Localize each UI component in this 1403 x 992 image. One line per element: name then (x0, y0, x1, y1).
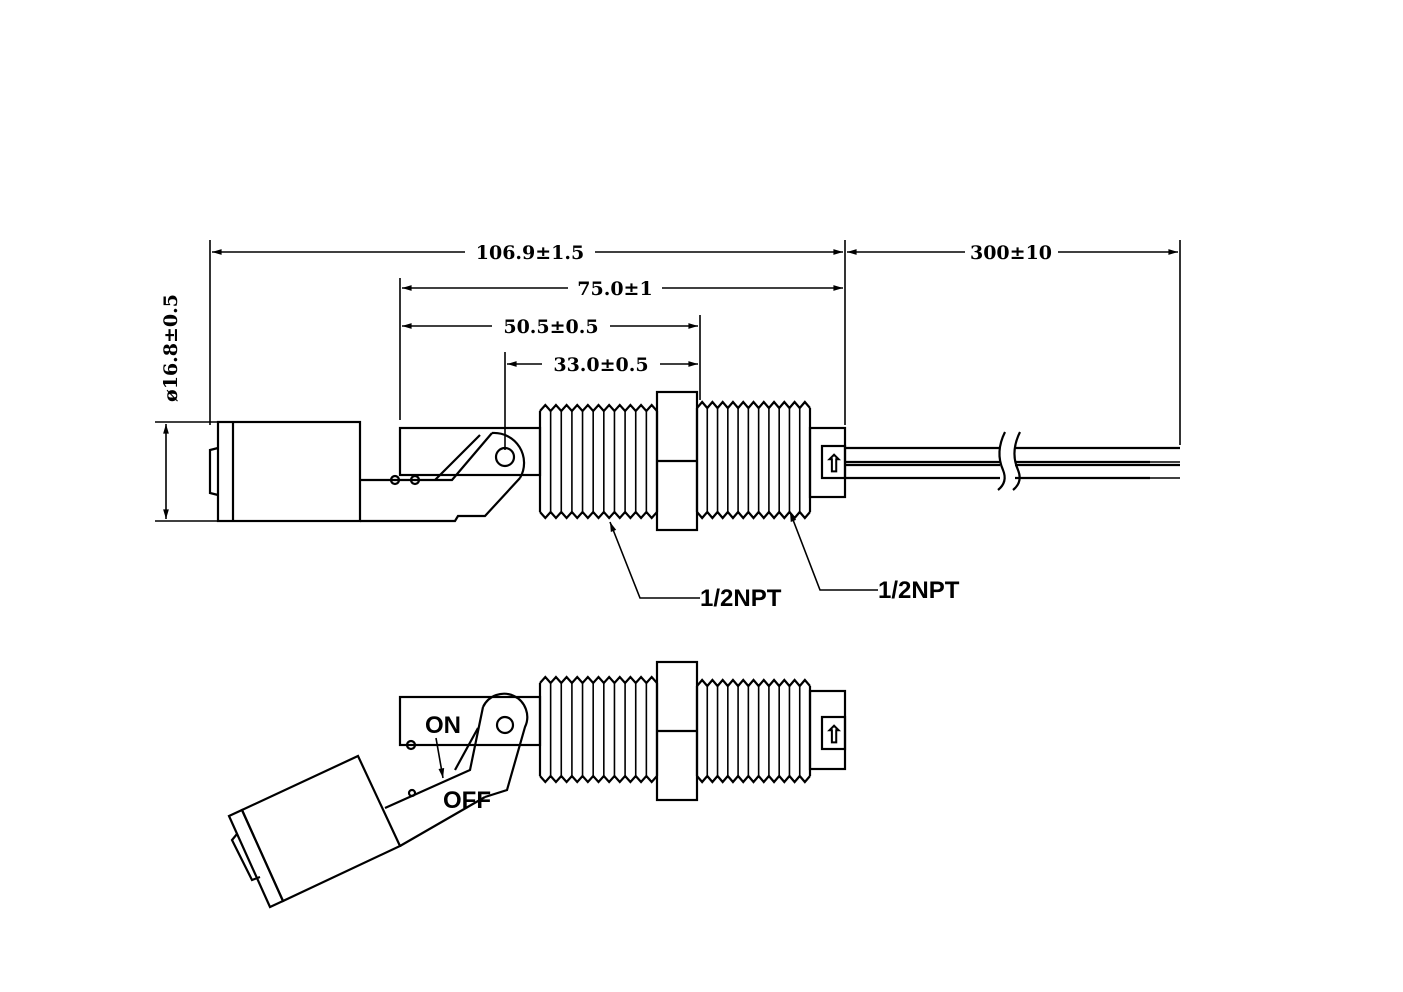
pivot-hole (495, 715, 515, 735)
dim-body-length: 75.0±1 (577, 278, 652, 300)
dim-overall-length: 106.9±1.5 (476, 242, 584, 264)
thread-profile (696, 774, 811, 784)
threaded-stem (538, 675, 812, 784)
state-label-on: ON (425, 712, 461, 739)
float (208, 420, 362, 523)
state-label-off: OFF (443, 787, 491, 814)
arrow-up-icon: ⇧ (824, 451, 844, 478)
hex-nut (655, 390, 699, 532)
dim-float-diameter: ø16.8±0.5 (160, 294, 182, 402)
thread-profile (696, 510, 811, 520)
dim-pivot-to-nut: 50.5±0.5 (503, 316, 598, 338)
arrow-up-icon: ⇧ (824, 722, 844, 749)
break-mark (997, 431, 1006, 491)
cable-wires (845, 431, 1180, 491)
bracket (398, 426, 542, 477)
dim-pivot-offset: 33.0±0.5 (553, 354, 648, 376)
bracket (398, 695, 542, 747)
cable-plug (808, 689, 847, 771)
thread-callout-right: 1/2NPT (878, 577, 960, 604)
thread-profile (696, 400, 811, 410)
thread-profile (696, 678, 811, 688)
on-off-arrow (435, 737, 445, 779)
break-mark (1012, 431, 1021, 491)
dim-cable-length: 300±10 (970, 242, 1052, 264)
float-tilted (227, 754, 402, 909)
pivot-lobe (482, 692, 529, 799)
thread-profile (539, 675, 658, 685)
thread-callouts (609, 511, 878, 599)
switch-side-view: ⇧ (208, 390, 1180, 599)
thread-profile (539, 774, 658, 784)
thread-callout-left: 1/2NPT (700, 585, 782, 612)
dimension-lines (155, 240, 1181, 522)
pivot-hole (494, 446, 516, 468)
switch-tilted-view: ⇧ (227, 660, 847, 909)
thread-profile (539, 403, 658, 413)
hex-nut (655, 660, 699, 802)
pivot-lobe (491, 431, 526, 479)
thread-profile (539, 510, 658, 520)
float-arm (360, 432, 521, 523)
